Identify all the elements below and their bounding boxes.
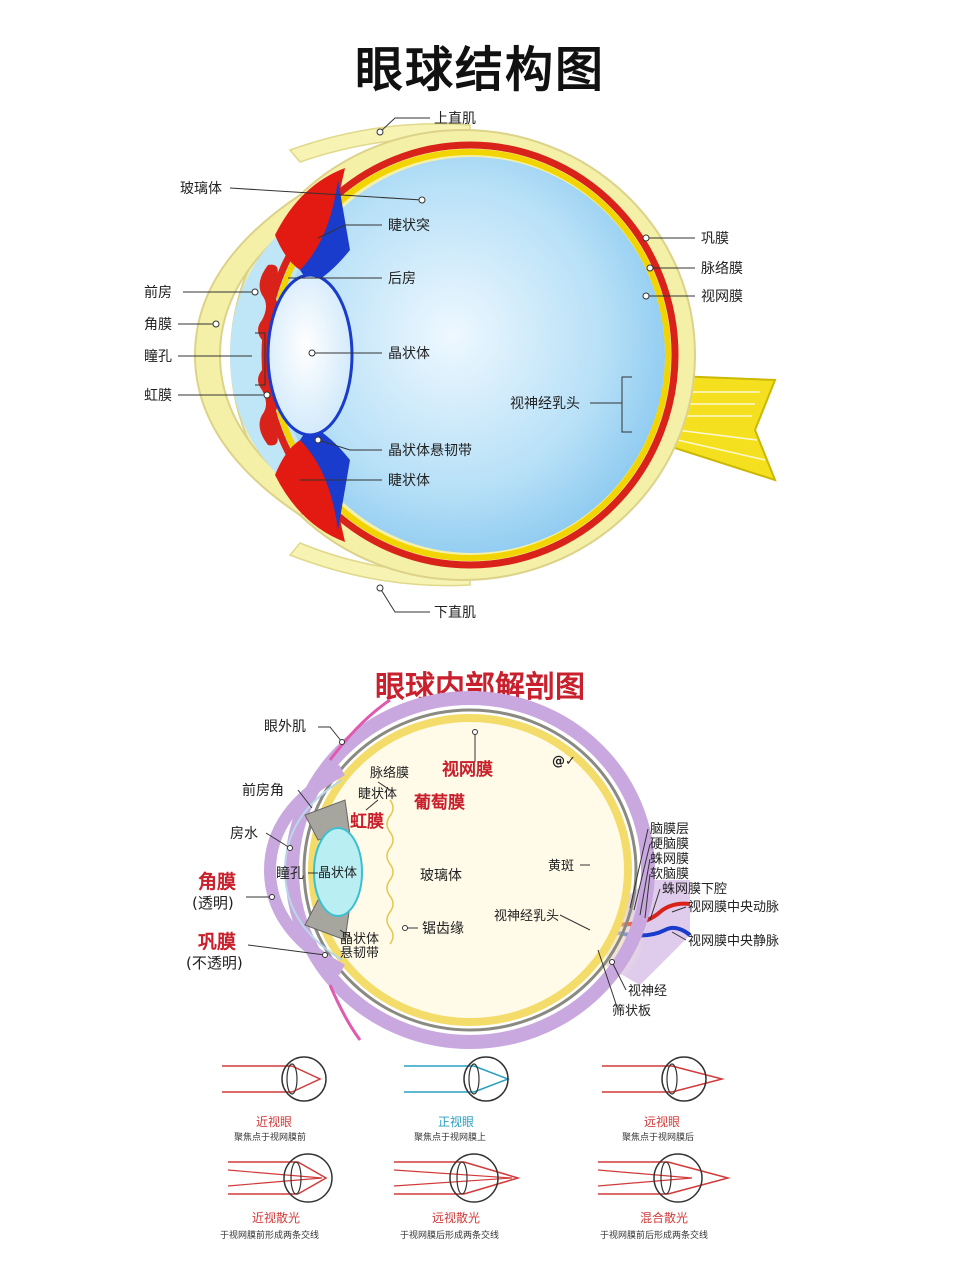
label-shiwangmo: 视网膜 <box>701 289 743 305</box>
label-shishenjing-b: 视神经 <box>628 984 667 999</box>
label-houfang: 后房 <box>388 271 416 287</box>
top-eye-diagram: 上直肌 玻璃体 睫状突 后房 前房 角膜 瞳孔 虹膜 晶状体 晶状体悬韧带 睫状… <box>144 110 777 621</box>
lens-b <box>313 827 363 917</box>
label-putaomo: 葡萄膜 <box>413 792 465 813</box>
label-shangzhiji: 上直肌 <box>434 110 476 127</box>
iris-bottom <box>258 368 280 446</box>
label-tongkong: 瞳孔 <box>144 348 172 365</box>
extraocular-muscle-top <box>328 698 391 761</box>
label-xuanrendai-1: 晶状体 <box>340 932 379 947</box>
label-shaizhuangban: 筛状板 <box>612 1004 651 1019</box>
label-jingzhuangti-b: 晶状体 <box>318 866 357 881</box>
label-gongmo-sub: (不透明) <box>186 954 243 972</box>
label-hongmo-b: 虹膜 <box>350 811 384 832</box>
vision-hyperopic-astig <box>393 1153 521 1203</box>
label-jiaomo-b: 角膜 <box>198 870 236 893</box>
label-tongkong-b: 瞳孔 <box>276 865 304 882</box>
label-hongmo: 虹膜 <box>144 388 172 404</box>
label-shishenjingrutou: 视神经乳头 <box>494 909 559 924</box>
vitreous <box>279 157 665 553</box>
label-yingnaomo: 硬脑膜 <box>650 837 689 852</box>
label-gongmo-b: 巩膜 <box>198 930 236 953</box>
label-yanwaiji: 眼外肌 <box>264 719 306 735</box>
label-zhuwangmoxiaqiang: 蛛网膜下腔 <box>662 882 727 897</box>
watermark: @✓ <box>552 754 576 769</box>
label-boliti-b: 玻璃体 <box>420 867 462 884</box>
label-mailuomo: 脉络膜 <box>701 261 743 277</box>
vision-diagrams: 近视眼 聚焦点于视网膜前 正视眼 聚焦点于视网膜上 远视眼 聚焦点于视网膜后 <box>220 1056 731 1241</box>
zonule-bottom <box>300 425 350 530</box>
iris-top <box>258 264 280 342</box>
label-qianfangjiao: 前房角 <box>242 782 284 799</box>
cornea-inner <box>283 779 343 961</box>
label-huangban: 黄斑 <box>548 859 574 874</box>
vision-emmetropia <box>404 1056 511 1102</box>
label-dongmai: 视网膜中央动脉 <box>688 900 779 915</box>
label-mailuomo-b: 脉络膜 <box>370 765 409 781</box>
vision-desc-3: 聚焦点于视网膜后 <box>622 1131 694 1143</box>
vision-hyperopia <box>602 1056 725 1102</box>
top-title: 眼球结构图 <box>354 42 605 98</box>
label-jiezhuangti-b: 睫状体 <box>358 787 397 802</box>
label-shishenjing: 视神经乳头 <box>510 396 580 412</box>
retina-yellow-b <box>308 714 632 1026</box>
cornea-b <box>263 764 345 976</box>
label-xiazhiji: 下直肌 <box>434 604 476 621</box>
ciliary-body-bottom <box>275 440 345 542</box>
vision-desc-1: 聚焦点于视网膜前 <box>234 1131 306 1143</box>
label-fangshui: 房水 <box>230 826 258 842</box>
label-juchiyuan: 锯齿缘 <box>422 921 464 937</box>
label-jiezhuangtu: 睫状突 <box>388 218 430 234</box>
label-jingmai: 视网膜中央静脉 <box>688 934 779 949</box>
label-xuanrendai-2: 悬韧带 <box>340 946 379 961</box>
vision-myopic-astig <box>227 1153 333 1203</box>
choroid-grey <box>302 708 638 1032</box>
vision-desc-4: 于视网膜前形成两条交线 <box>220 1229 319 1241</box>
ora-serrata <box>386 799 394 945</box>
vision-name-5: 远视散光 <box>432 1210 480 1225</box>
label-zhuwangmo: 蛛网膜 <box>650 852 689 867</box>
label-boliti: 玻璃体 <box>180 180 222 197</box>
label-gongmo: 巩膜 <box>701 231 729 247</box>
label-naomoceng: 脑膜层 <box>650 822 689 837</box>
label-jingzhuangti: 晶状体 <box>388 346 430 362</box>
vision-desc-6: 于视网膜前后形成两条交线 <box>600 1229 708 1241</box>
vision-mixed-astig <box>597 1153 731 1203</box>
vision-myopia <box>222 1056 327 1102</box>
bottom-eye-diagram: 眼外肌 前房角 房水 角膜 (透明) 巩膜 (不透明) 瞳孔 晶状体 脉络膜 睫… <box>186 691 779 1049</box>
vision-name-6: 混合散光 <box>640 1210 688 1225</box>
label-ruannaomo: 软脑膜 <box>650 867 689 882</box>
label-qianfang: 前房 <box>144 284 172 301</box>
vision-name-4: 近视散光 <box>252 1210 300 1225</box>
vision-desc-5: 于视网膜后形成两条交线 <box>400 1229 499 1241</box>
vision-name-2: 正视眼 <box>438 1114 474 1129</box>
label-jiaomo-sub: (透明) <box>192 894 234 912</box>
label-xuanrendai: 晶状体悬韧带 <box>388 443 472 459</box>
zonule-top <box>300 180 350 285</box>
label-jiaomo: 角膜 <box>144 317 172 333</box>
vision-desc-2: 聚焦点于视网膜上 <box>414 1131 486 1143</box>
extraocular-muscle-bottom <box>328 984 362 1041</box>
vision-name-1: 近视眼 <box>256 1114 292 1129</box>
label-jiezhuangti: 睫状体 <box>388 473 430 489</box>
label-shiwangmo-b: 视网膜 <box>442 759 493 780</box>
vision-name-3: 远视眼 <box>644 1114 680 1129</box>
ciliary-body-top <box>275 168 345 270</box>
